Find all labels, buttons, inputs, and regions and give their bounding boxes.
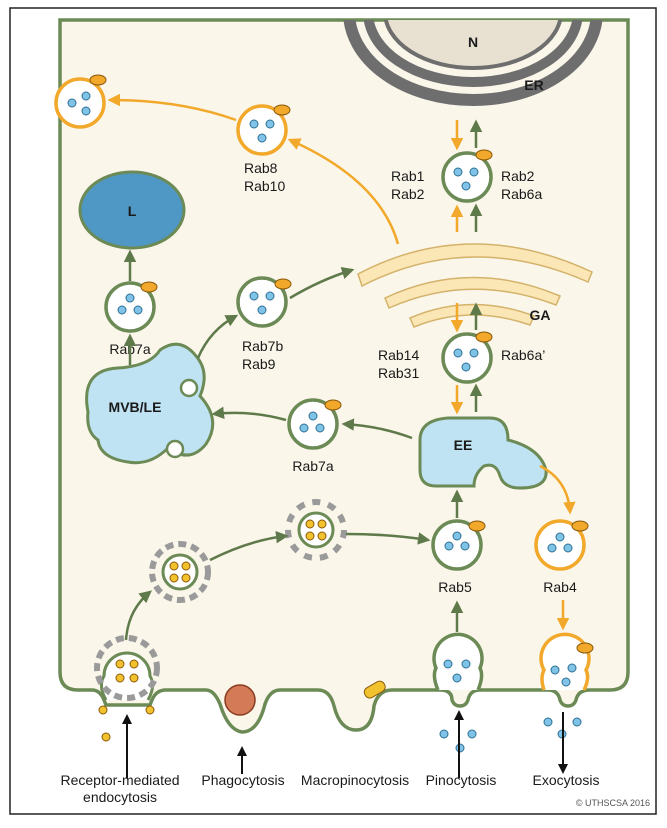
mvb-le-label: MVB/LE (109, 399, 162, 415)
arrow-golgi-to-rab8 (287, 138, 400, 245)
arrow-pit-to-ccv (124, 590, 152, 641)
vesicle-rab7b-rab9 (236, 276, 292, 328)
rab2-right-label: Rab2 (501, 168, 535, 184)
rab14-label: Rab14 (378, 347, 419, 363)
ligand-particle (101, 732, 111, 742)
receptor-mediated-label-1: Receptor-mediated (60, 772, 179, 788)
pinocytosis-label: Pinocytosis (426, 772, 497, 788)
exocytosed-cargo (572, 717, 582, 727)
exocytosis-label: Exocytosis (533, 772, 600, 788)
arrow-to-golgi-retro (289, 267, 355, 300)
exocytic-vesicle (539, 632, 594, 691)
rab6a-prime-label: Rab6a’ (501, 347, 545, 363)
vesicle-rab14-rab6a (441, 331, 493, 384)
extracellular-cargo (439, 729, 449, 739)
copyright-notice: © UTHSCSA 2016 (576, 798, 650, 808)
arrow-to-secretory (107, 93, 237, 122)
receptor-mediated-label-2: endocytosis (83, 789, 157, 805)
rab4-label: Rab4 (543, 579, 577, 595)
ee-label: EE (454, 437, 473, 453)
clathrin-coated-vesicle-2 (285, 499, 347, 561)
rab2-label: Rab2 (391, 186, 425, 202)
rab5-label: Rab5 (438, 579, 472, 595)
er-membrane-inner (363, 20, 583, 87)
phagocytosis-label: Phagocytosis (201, 772, 284, 788)
vesicle-rab7a-top (104, 281, 158, 333)
macropinocytic-particle (363, 680, 386, 699)
rab10-label: Rab10 (244, 178, 285, 194)
golgi-label: GA (530, 307, 551, 323)
phagocytic-particle (224, 684, 256, 716)
mvb-intraluminal-vesicle (179, 378, 199, 398)
clathrin-coated-vesicle-1 (149, 541, 211, 603)
macropinocytosis-label: Macropinocytosis (301, 772, 409, 788)
golgi-apparatus (357, 243, 593, 328)
rab9-label: Rab9 (242, 356, 276, 372)
arrow-ee-to-rab4 (539, 464, 576, 515)
rab7a-mid-label: Rab7a (292, 458, 333, 474)
nucleus-er-group (343, 20, 603, 106)
early-endosome (418, 416, 548, 490)
arrow-ccv-to-ccv (209, 530, 289, 562)
rab6a-label: Rab6a (501, 186, 542, 202)
rab8-label: Rab8 (244, 160, 278, 176)
vesicle-rab7a-mid (287, 398, 342, 450)
extracellular-cargo (467, 729, 477, 739)
arrow-mvb-to-rab7b (196, 314, 239, 359)
nucleus-label: N (468, 34, 478, 50)
er-label: ER (524, 77, 543, 93)
clathrin-coated-pit (94, 635, 160, 715)
vesicle-er-golgi (441, 149, 493, 203)
rab31-label: Rab31 (378, 365, 419, 381)
secretory-vesicle-top (54, 74, 107, 129)
mvb-intraluminal-vesicle (165, 439, 185, 459)
exocytosed-cargo (543, 717, 553, 727)
lysosome (78, 170, 186, 250)
nucleus (383, 20, 563, 70)
arrow-ccv-to-rab5 (345, 532, 431, 545)
vesicle-rab8-rab10 (236, 104, 291, 156)
vesicle-rab4 (534, 519, 589, 571)
rab7b-label: Rab7b (242, 338, 283, 354)
lysosome-label: L (128, 203, 137, 219)
rab1-label: Rab1 (391, 168, 425, 184)
vesicle-rab5 (431, 519, 486, 571)
arrow-ee-to-rab7a (341, 418, 413, 440)
arrow-rab7a-to-mvb (211, 406, 287, 422)
pinocytic-bud (432, 632, 484, 691)
er-membrane (343, 20, 603, 106)
